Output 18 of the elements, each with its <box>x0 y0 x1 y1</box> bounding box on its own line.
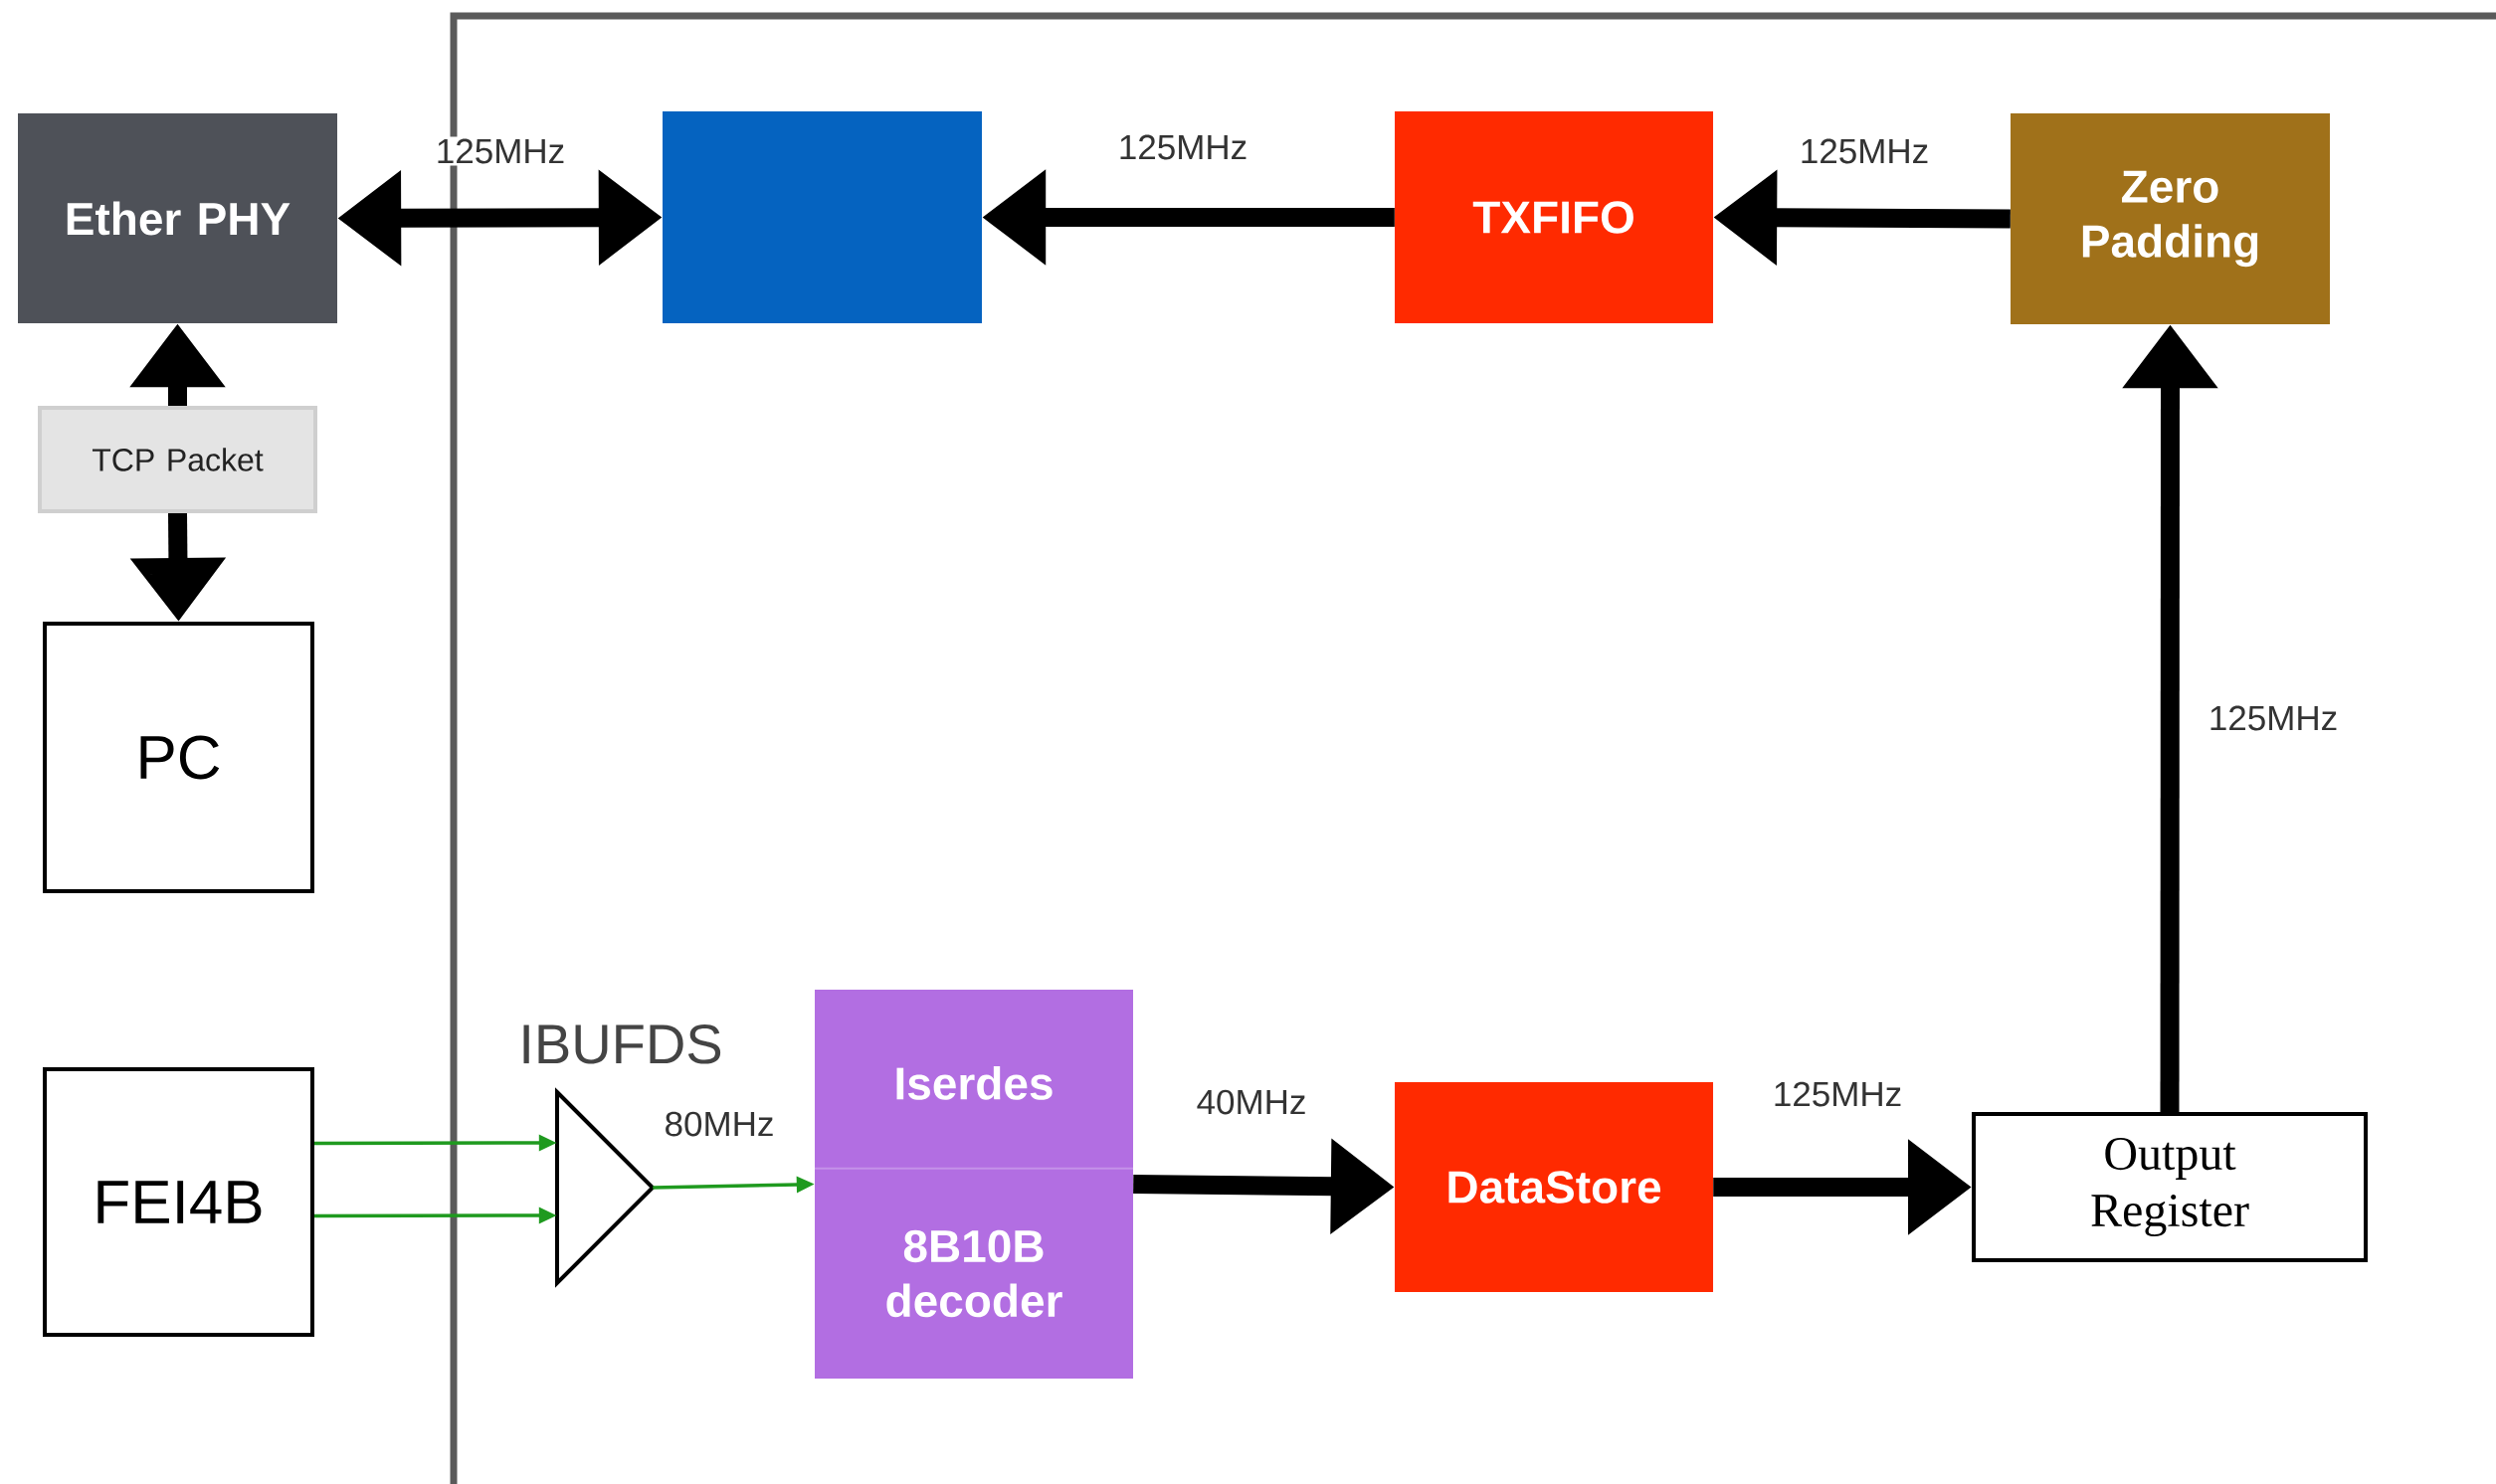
process-box: TXFIFO <box>1395 111 1713 323</box>
process-box <box>663 111 982 323</box>
edge-label: 80MHz <box>662 1109 777 1139</box>
edge-label: 40MHz <box>1194 1087 1309 1117</box>
process-box: DataStore <box>1395 1082 1713 1292</box>
register-box: Output Register <box>1972 1112 2368 1262</box>
component-label: IBUFDS <box>523 1023 721 1064</box>
device-box: FEI4B <box>43 1067 314 1337</box>
process-box: Ether PHY <box>18 113 337 323</box>
process-box: Iserdes 8B10B decoder <box>814 990 1134 1379</box>
process-box: Zero Padding <box>2011 113 2331 324</box>
edge-label: 125MHz <box>2206 703 2341 733</box>
edge-label: 125MHz <box>433 136 568 166</box>
packet-box: TCP Packet <box>38 406 317 513</box>
device-box: PC <box>43 622 314 893</box>
edge-label: 125MHz <box>1797 136 1932 166</box>
edge-label: 125MHz <box>1770 1079 1905 1109</box>
edge-label: 125MHz <box>1115 132 1250 162</box>
